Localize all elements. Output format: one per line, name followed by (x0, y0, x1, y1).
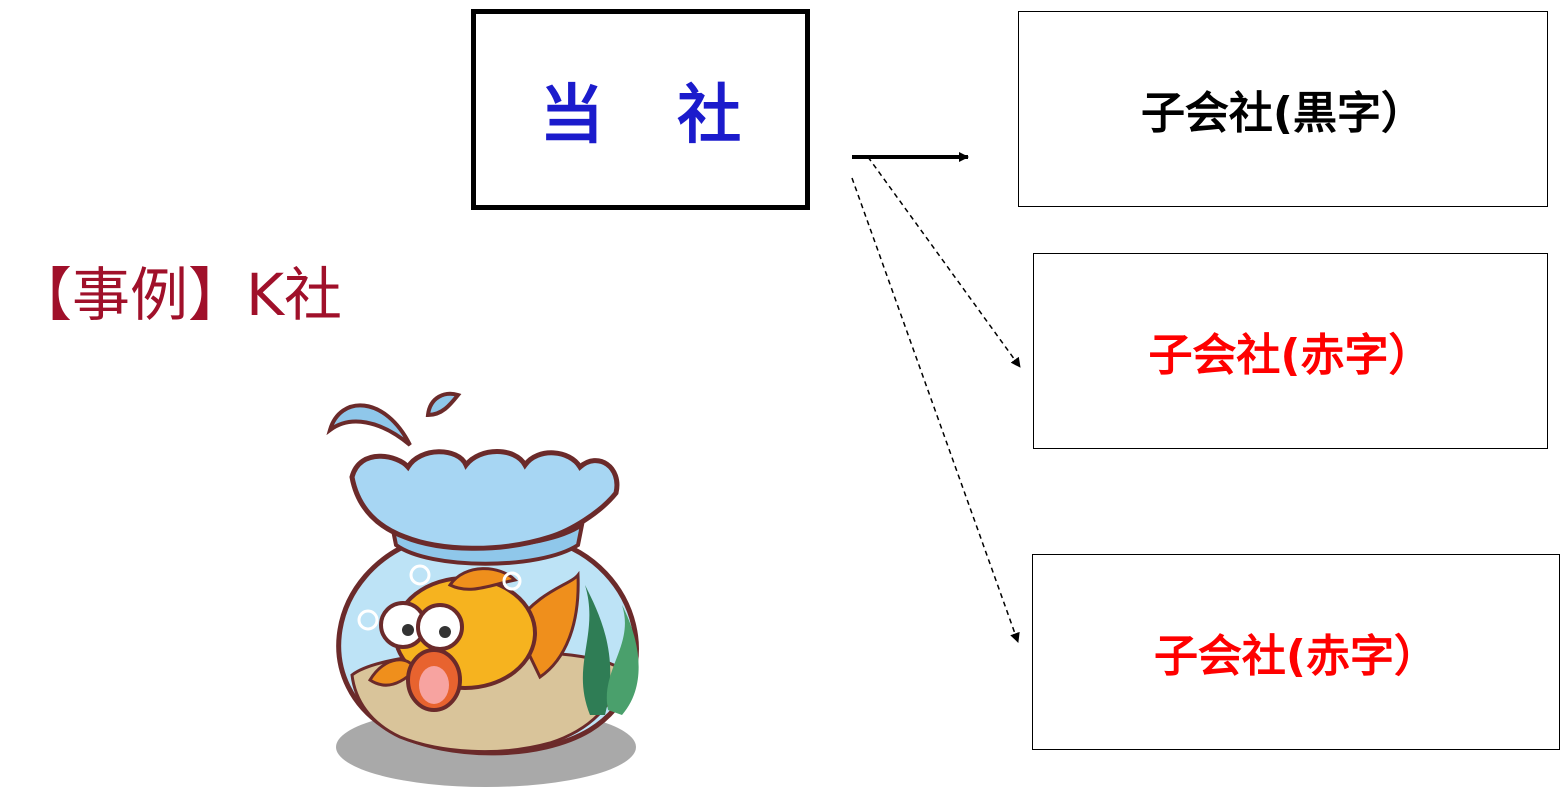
parent-company-label: 当 社 (539, 78, 767, 153)
subsidiary-box-2: 子会社(赤字） (1033, 253, 1548, 449)
case-study-label: 【事例】K社 (14, 261, 343, 329)
dashed-arrow-1 (867, 156, 1021, 368)
subsidiary-label-3: 子会社(赤字） (1153, 631, 1439, 682)
subsidiary-label-1: 子会社(黒字） (1140, 88, 1426, 139)
subsidiary-box-1: 子会社(黒字） (1018, 11, 1548, 207)
parent-company-box: 当 社 (471, 9, 810, 210)
subsidiary-label-2: 子会社(赤字） (1148, 330, 1433, 381)
dashed-arrow-2 (851, 177, 1020, 643)
goldfish-bowl-icon (326, 391, 639, 787)
subsidiary-box-3: 子会社(赤字） (1032, 554, 1560, 750)
